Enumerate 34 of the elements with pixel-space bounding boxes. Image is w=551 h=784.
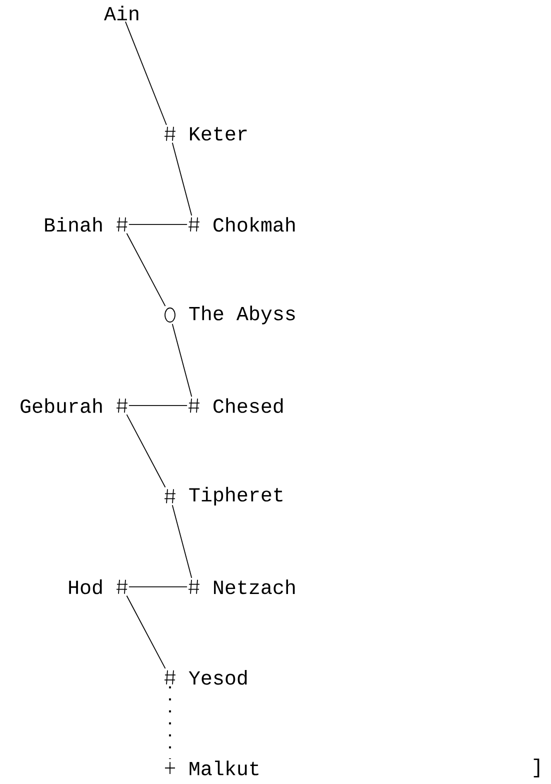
node-label: Geburah xyxy=(20,398,102,413)
node-label: The Abyss xyxy=(189,306,295,324)
hash-marker xyxy=(116,398,128,414)
node-label: Chesed xyxy=(214,398,283,413)
node-text: Ain xyxy=(104,6,138,20)
connector-line xyxy=(128,586,188,588)
cross-marker xyxy=(164,762,176,774)
connector-line xyxy=(125,21,167,126)
node-label: Hod xyxy=(69,579,102,594)
connector-line xyxy=(126,232,166,306)
node-label: Binah xyxy=(45,217,102,232)
hash-marker xyxy=(164,670,176,685)
hash-marker xyxy=(188,579,200,594)
hash-marker xyxy=(116,579,128,594)
node-label: Tipheret xyxy=(189,486,282,506)
connector-line xyxy=(172,504,192,578)
node-label: Keter xyxy=(190,127,247,141)
hash-marker xyxy=(164,488,176,504)
connector-line xyxy=(172,324,192,398)
node-label: Yesod xyxy=(188,670,247,685)
node-label: Chokmah xyxy=(214,217,295,232)
hash-marker xyxy=(116,216,128,232)
node-label: Malkut xyxy=(190,760,258,776)
connector-line xyxy=(128,224,188,225)
hash-marker xyxy=(188,398,200,414)
node-label: Netzach xyxy=(214,579,295,594)
connector-line xyxy=(172,142,192,216)
hash-marker xyxy=(164,126,176,142)
connector-line xyxy=(126,414,166,488)
connector-line xyxy=(128,405,188,406)
connector-line xyxy=(126,595,166,669)
circle-marker xyxy=(164,308,176,322)
bracket-mark: ] xyxy=(534,758,540,778)
hash-marker xyxy=(188,216,200,232)
